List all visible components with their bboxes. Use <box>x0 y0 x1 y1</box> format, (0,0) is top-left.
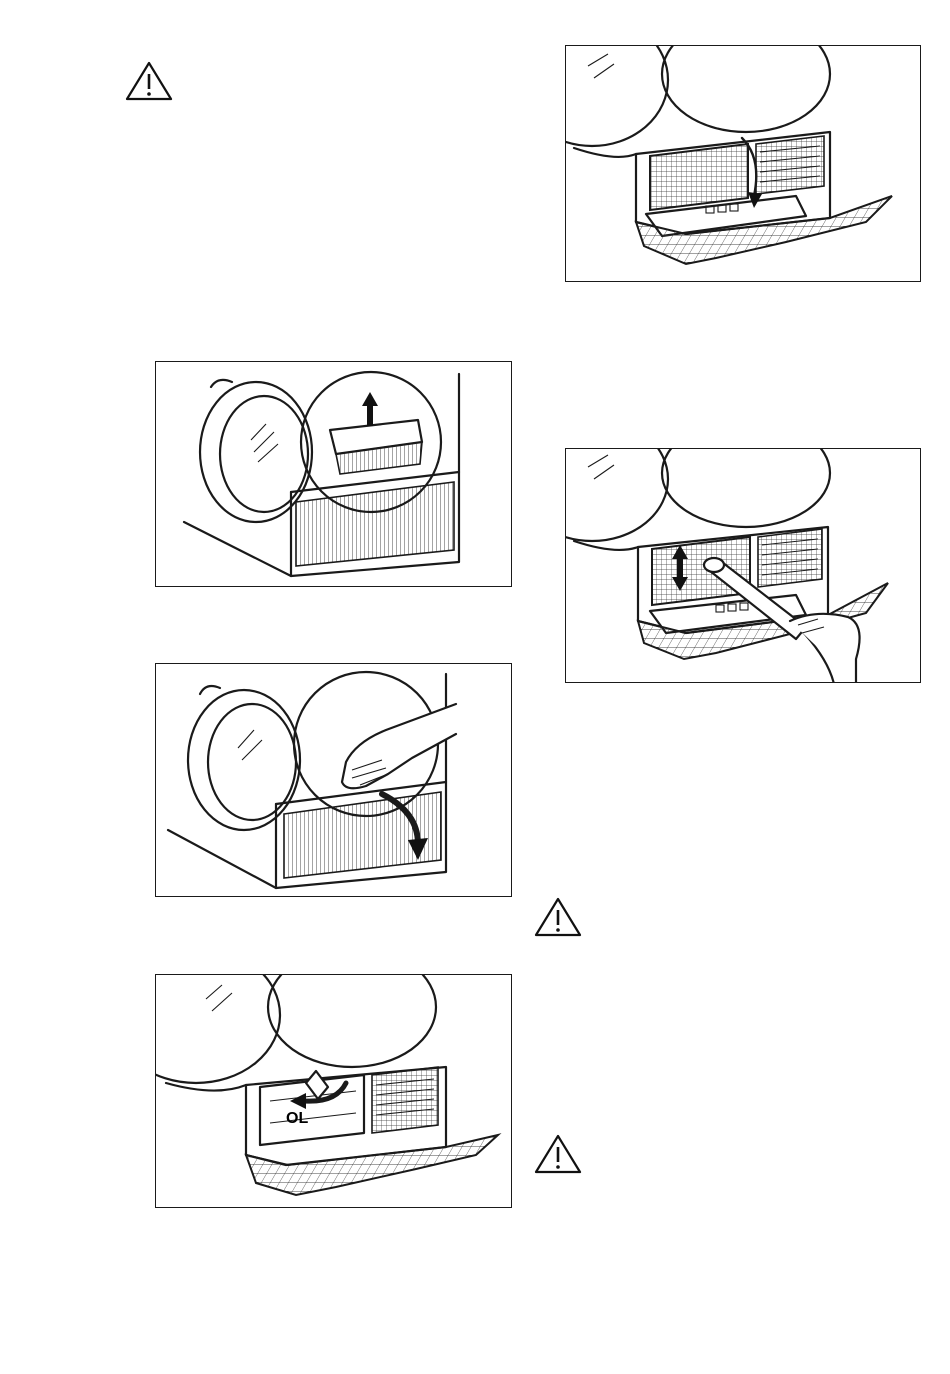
warning-triangle-icon <box>533 1133 583 1175</box>
filter-removal-figure <box>155 361 512 587</box>
filter-knob-turn-figure: OL <box>155 974 512 1208</box>
svg-text:OL: OL <box>286 1110 308 1127</box>
warning-triangle-icon <box>533 896 583 938</box>
filter-vacuum-clean-figure <box>565 448 921 683</box>
warning-triangle-icon <box>124 60 174 102</box>
plinth-door-open-figure <box>155 663 512 897</box>
filter-cover-open-figure <box>565 45 921 282</box>
